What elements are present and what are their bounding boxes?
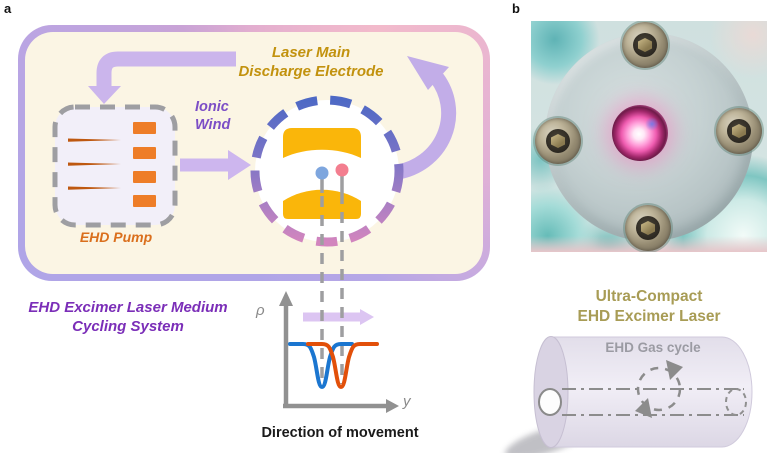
hex-socket-icon bbox=[641, 221, 655, 235]
hex-socket-icon bbox=[732, 124, 746, 138]
plot-caption: Direction of movement bbox=[261, 425, 419, 441]
movement-arrow bbox=[303, 309, 374, 325]
ehd-pump-label: EHD Pump bbox=[79, 229, 153, 245]
screw-left-icon bbox=[535, 118, 581, 164]
rear-window-dashed bbox=[725, 388, 747, 416]
rho-axis-label: ρ bbox=[256, 302, 265, 319]
glow-blue-fleck bbox=[645, 117, 659, 131]
ionic-wind-label: Ionic Wind bbox=[195, 99, 231, 134]
gas-cycle-arrow bbox=[635, 360, 683, 418]
screw-top-icon bbox=[622, 22, 668, 68]
hex-socket-icon bbox=[638, 38, 652, 52]
y-axis-label: y bbox=[403, 393, 411, 410]
tube-end-cap bbox=[533, 336, 569, 448]
discharge-glow bbox=[612, 105, 668, 161]
electrode-label: Laser Main Discharge Electrode bbox=[238, 44, 384, 80]
hex-socket-icon bbox=[551, 134, 565, 148]
panel-b-label: b bbox=[512, 1, 520, 16]
orange-density-curve bbox=[306, 342, 379, 390]
output-window bbox=[538, 388, 562, 416]
screw-right-icon bbox=[716, 108, 762, 154]
tube-shadow bbox=[504, 423, 590, 453]
screw-bottom-icon bbox=[625, 205, 671, 251]
panel-a-label: a bbox=[4, 1, 12, 16]
blue-density-curve bbox=[288, 342, 354, 390]
system-title: EHD Excimer Laser Medium Cycling System bbox=[28, 299, 228, 335]
laser-device-photo bbox=[531, 21, 767, 252]
compact-laser-title: Ultra-Compact EHD Excimer Laser bbox=[577, 288, 721, 326]
gas-cycle-label: EHD Gas cycle bbox=[605, 340, 701, 355]
plot-axes bbox=[279, 291, 399, 413]
